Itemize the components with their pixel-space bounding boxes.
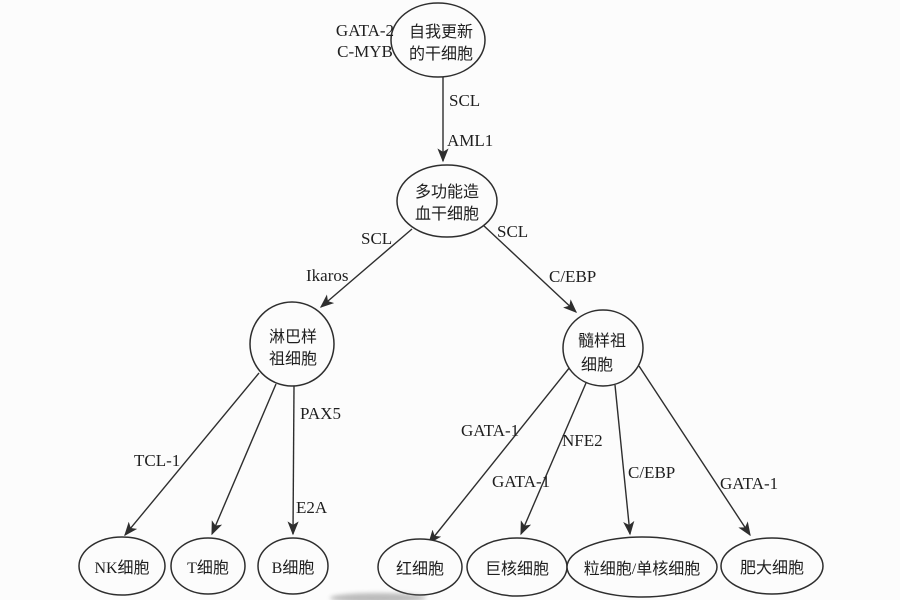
node-red-blood-cell: 红细胞	[377, 538, 463, 596]
factor-label-gata1-mega: GATA-1	[492, 472, 550, 491]
node-label-mega: 巨核细胞	[485, 560, 549, 578]
node-ellipse-nk	[78, 536, 166, 596]
factor-label-ikaros: Ikaros	[306, 266, 348, 285]
node-label-mpp-line2: 血干细胞	[415, 205, 479, 223]
node-label-granmono: 粒细胞/单核细胞	[584, 560, 700, 578]
factor-label-e2a: E2A	[296, 498, 328, 517]
node-ellipse-t	[170, 537, 246, 595]
factor-label-scl-right: SCL	[497, 222, 528, 241]
node-ellipse-rbc	[377, 538, 463, 596]
node-label-stem-line2: 的干细胞	[409, 45, 473, 63]
node-b-cell: B细胞	[257, 537, 329, 595]
factor-label-cmyb: C-MYB	[337, 42, 393, 61]
node-self-renewing-stem-cell: 自我更新 的干细胞	[390, 2, 486, 78]
diagram-edges	[124, 77, 751, 545]
factor-label-scl-left: SCL	[361, 229, 392, 248]
node-ellipse-granmono	[566, 536, 718, 598]
node-ellipse-stem	[390, 2, 486, 78]
factor-labels: GATA-2 C-MYB SCL AML1 SCL Ikaros SCL C/E…	[134, 21, 778, 517]
node-label-mpp-line1: 多功能造	[415, 183, 479, 201]
node-granulocyte-monocyte: 粒细胞/单核细胞	[566, 536, 718, 598]
node-multipotent-hsc: 多功能造 血干细胞	[396, 164, 498, 238]
edge-lymphoid-to-nk	[124, 372, 260, 537]
node-nk-cell: NK细胞	[78, 536, 166, 596]
edge-lymphoid-to-b	[287, 385, 299, 536]
node-myeloid-progenitor: 髓样祖 细胞	[562, 309, 644, 387]
node-label-myeloid-line1: 髓样祖	[578, 332, 626, 350]
node-label-myeloid-line2: 细胞	[581, 356, 613, 374]
node-label-mast: 肥大细胞	[740, 559, 804, 577]
scan-smudge	[330, 593, 426, 600]
edge-lymphoid-to-t	[211, 383, 277, 536]
edge-mpp-to-lymphoid	[319, 228, 413, 308]
factor-label-cebp-gran: C/EBP	[628, 463, 675, 482]
node-megakaryocyte: 巨核细胞	[466, 537, 568, 597]
factor-label-gata2: GATA-2	[336, 21, 394, 40]
node-t-cell: T细胞	[170, 537, 246, 595]
node-mast-cell: 肥大细胞	[720, 537, 824, 595]
factor-label-pax5: PAX5	[300, 404, 341, 423]
node-ellipse-myeloid	[562, 309, 644, 387]
factor-label-gata1-mast: GATA-1	[720, 474, 778, 493]
node-ellipse-mast	[720, 537, 824, 595]
factor-label-scl-top: SCL	[449, 91, 480, 110]
edge-myeloid-to-granmono	[614, 384, 635, 536]
edge-mpp-to-myeloid	[482, 224, 578, 313]
node-lymphoid-progenitor: 淋巴样 祖细胞	[249, 301, 335, 387]
factor-label-aml1: AML1	[447, 131, 493, 150]
node-label-b: B细胞	[272, 559, 315, 577]
factor-label-tcl1: TCL-1	[134, 451, 180, 470]
edge-myeloid-to-rbc	[428, 366, 571, 545]
edge-myeloid-to-mast	[638, 365, 751, 537]
node-ellipse-mpp	[396, 164, 498, 238]
diagram-nodes: 自我更新 的干细胞 多功能造 血干细胞 淋巴样 祖细胞 髓样祖 细胞 NK细胞 …	[78, 2, 824, 598]
node-ellipse-b	[257, 537, 329, 595]
node-label-nk: NK细胞	[94, 559, 149, 577]
node-label-rbc: 红细胞	[396, 560, 444, 578]
node-label-t: T细胞	[187, 559, 229, 577]
node-label-lymphoid-line1: 淋巴样	[269, 328, 317, 346]
node-ellipse-lymphoid	[249, 301, 335, 387]
node-label-lymphoid-line2: 祖细胞	[269, 350, 317, 368]
factor-label-gata1-rbc: GATA-1	[461, 421, 519, 440]
edge-myeloid-to-mega	[520, 382, 587, 536]
factor-label-cebp-right: C/EBP	[549, 267, 596, 286]
node-label-stem-line1: 自我更新	[409, 23, 473, 41]
factor-label-nfe2: NFE2	[562, 431, 603, 450]
